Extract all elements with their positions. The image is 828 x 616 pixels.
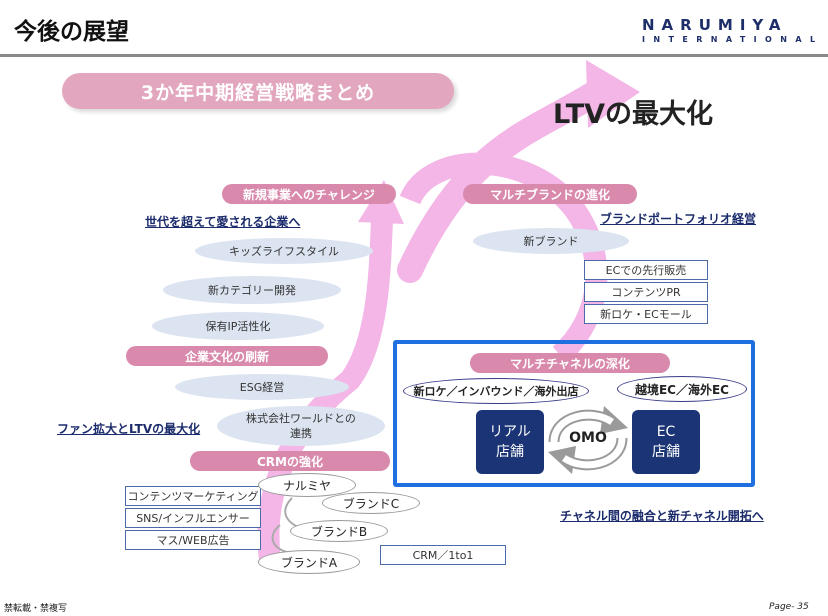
box-content-pr: コンテンツPR xyxy=(584,282,708,302)
new-business-heading: 世代を超えて愛される企業へ xyxy=(145,215,301,229)
box-sns-influencer: SNS/インフルエンサー xyxy=(125,508,261,528)
crm-arrow-a xyxy=(271,524,291,554)
multichannel-label: マルチチャネルの深化 xyxy=(470,353,670,373)
crm-label: CRMの強化 xyxy=(190,451,390,471)
footer-page-number: Page- 35 xyxy=(769,602,809,612)
strategy-banner: 3か年中期経営戦略まとめ xyxy=(62,73,454,109)
oval-new-location-inbound: 新ロケ／インバウンド／海外出店 xyxy=(403,378,589,404)
spiral-outer-arc xyxy=(397,77,613,283)
page-title: 今後の展望 xyxy=(14,19,129,45)
box-content-marketing: コンテンツマーケティング xyxy=(125,486,261,506)
crm-arrow-b xyxy=(284,497,301,529)
multichannel-frame xyxy=(393,340,755,487)
oval-narumiya: ナルミヤ xyxy=(258,473,356,497)
box-new-location-ec: 新ロケ・ECモール xyxy=(584,304,708,324)
box-mass-web-ad: マス/WEB広告 xyxy=(125,530,261,550)
logo-sub: INTERNATIONAL xyxy=(642,35,824,44)
multi-brand-label: マルチブランドの進化 xyxy=(463,184,637,204)
cloud-ip-activation: 保有IP活性化 xyxy=(152,312,324,340)
ec-store-box: EC 店舗 xyxy=(632,410,700,474)
header-divider xyxy=(0,54,828,57)
box-ec-preorder: ECでの先行販売 xyxy=(584,260,708,280)
new-business-label: 新規事業へのチャレンジ xyxy=(222,184,396,204)
real-store-box: リアル 店舗 xyxy=(476,410,544,474)
multichannel-caption: チャネル間の融合と新チャネル開拓へ xyxy=(560,509,764,523)
omo-cycle-icon xyxy=(548,406,628,474)
cloud-kids-lifestyle: キッズライフスタイル xyxy=(195,238,373,264)
logo-main: NARUMIYA xyxy=(642,16,788,34)
footer-copyright: 禁転載・禁複写 xyxy=(4,604,68,614)
spiral-top-arrowhead xyxy=(586,60,640,128)
omo-label: OMO xyxy=(569,430,607,446)
culture-label: 企業文化の刷新 xyxy=(126,346,328,366)
cloud-esg: ESG経営 xyxy=(175,374,349,400)
multi-brand-heading: ブランドポートフォリオ経営 xyxy=(600,212,757,226)
oval-brand-a: ブランドA xyxy=(258,550,360,574)
oval-cross-border-ec: 越境EC／海外EC xyxy=(617,376,747,402)
oval-brand-c: ブランドC xyxy=(322,492,420,514)
oval-brand-b: ブランドB xyxy=(290,520,388,542)
cloud-new-brand: 新ブランド xyxy=(473,228,629,254)
box-crm-1to1: CRM／1to1 xyxy=(380,545,506,565)
fan-heading: ファン拡大とLTVの最大化 xyxy=(57,422,201,436)
cloud-world-alliance: 株式会社ワールドとの 連携 xyxy=(217,406,385,446)
cloud-new-category: 新カテゴリー開発 xyxy=(163,276,341,304)
goal-title: LTVの最大化 xyxy=(553,99,714,130)
